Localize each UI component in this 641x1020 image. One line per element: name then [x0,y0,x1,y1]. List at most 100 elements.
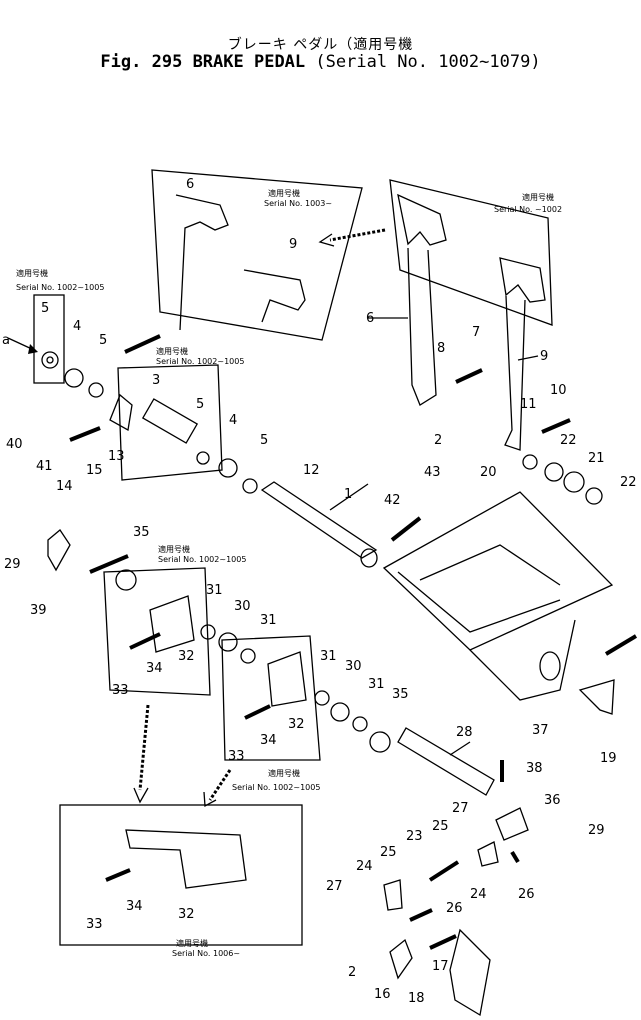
brake-housing [382,491,614,651]
rod-lower-left [89,554,129,574]
washer-5b [196,451,210,465]
callout-39: 39 [30,603,47,618]
block-24b [477,841,499,867]
bolt-23 [428,860,460,882]
pedal-lower [449,928,491,1017]
figure-title: Fig. 295 BRAKE PEDAL (Serial No. 1002~10… [0,52,641,72]
callout-9b: 9 [540,349,548,364]
callout-30a: 30 [234,599,251,614]
callout-35a: 35 [133,525,150,540]
arm-19 [578,679,615,715]
pedal-9-upper [499,257,546,303]
callout-26a: 26 [446,901,463,916]
bushing-30 [218,632,238,652]
box-part-32-right [221,635,321,761]
callout-33c: 33 [86,917,103,932]
callout-2a: 2 [434,433,442,448]
callout-11: 11 [520,397,537,412]
callout-24a: 24 [356,859,373,874]
shaft-1 [260,481,378,559]
callout-1: 1 [344,487,352,502]
washer-5 [88,382,104,398]
pedal-9-variant [243,269,306,323]
callout-43: 43 [424,465,441,480]
arm-13 [109,393,133,432]
bolt-42 [390,516,422,542]
callout-12: 12 [303,463,320,478]
rod-upper [124,334,161,354]
callout-32c: 32 [178,907,195,922]
washer-22 [585,487,603,505]
callout-22a: 22 [560,433,577,448]
callout-4a: 4 [73,319,81,334]
callout-24b: 24 [470,887,487,902]
figure-name: BRAKE PEDAL [192,52,306,72]
bushing-35 [115,569,137,591]
callout-41: 41 [36,459,53,474]
washer-31b [240,648,256,664]
callout-32b: 32 [288,717,305,732]
callout-27b: 27 [452,801,469,816]
bushing-4b [218,458,238,478]
note-jp-bracket: 適用号機 [158,544,190,554]
callout-22b: 22 [620,475,637,490]
callout-3: 3 [152,373,160,388]
clevis-36 [495,807,529,841]
note-serial-1006: Serial No. 1006~ [172,949,240,958]
bolt-10 [541,418,571,434]
callout-26b: 26 [518,887,535,902]
callout-23: 23 [406,829,423,844]
bushing-5a [41,351,59,369]
callout-6a: 6 [186,177,194,192]
callout-31c: 31 [320,649,337,664]
callout-17: 17 [432,959,449,974]
callout-10: 10 [550,383,567,398]
box-part-3 [117,364,223,481]
callout-5b: 5 [99,333,107,348]
inset-frame-1002 [389,179,553,326]
callout-a: a [2,333,10,348]
callout-18: 18 [408,991,425,1006]
bolt-33 [129,632,161,650]
callout-27a: 27 [326,879,343,894]
callout-34c: 34 [126,899,143,914]
bushing-35b [369,731,391,753]
note-jp-1003: 適用号機 [268,188,300,198]
note-serial-bracket2: Serial No. 1002~1005 [232,783,320,792]
note-jp-bracket2: 適用号機 [268,768,300,778]
callout-31d: 31 [368,677,385,692]
callout-31a: 31 [206,583,223,598]
bolt-33c [105,868,131,882]
figure-serial: (Serial No. 1002~1079) [315,52,541,72]
callout-38: 38 [526,761,543,776]
box-part-5a [33,294,65,384]
washer-22b [522,454,538,470]
washer-31d [352,716,368,732]
callout-5c: 5 [196,397,204,412]
note-serial-mid: Serial No. 1002~1005 [156,357,244,366]
callout-33b: 33 [228,749,245,764]
callout-34b: 34 [260,733,277,748]
callout-28: 28 [456,725,473,740]
callout-29a: 29 [4,557,21,572]
note-serial-1003: Serial No. 1003~ [264,199,332,208]
callout-25b: 25 [432,819,449,834]
note-serial-left: Serial No. 1002~1005 [16,283,104,292]
note-jp-left: 適用号機 [16,268,48,278]
callout-9a: 9 [289,237,297,252]
figure-number: Fig. 295 [100,52,183,72]
callout-35b: 35 [392,687,409,702]
callout-6b: 6 [366,311,374,326]
japanese-title: ブレーキ ペダル（適用号機 [227,37,414,53]
bolt-17 [429,934,457,950]
callout-15: 15 [86,463,103,478]
callout-5a: 5 [41,301,49,316]
note-serial-1002: Serial No. ~1002 [494,205,562,214]
callout-34a: 34 [146,661,163,676]
callout-5d: 5 [260,433,268,448]
box-part-32-lower [59,804,303,946]
note-serial-bracket: Serial No. 1002~1005 [158,555,246,564]
pedal-6-lever [407,247,437,406]
washer-31c [314,690,330,706]
